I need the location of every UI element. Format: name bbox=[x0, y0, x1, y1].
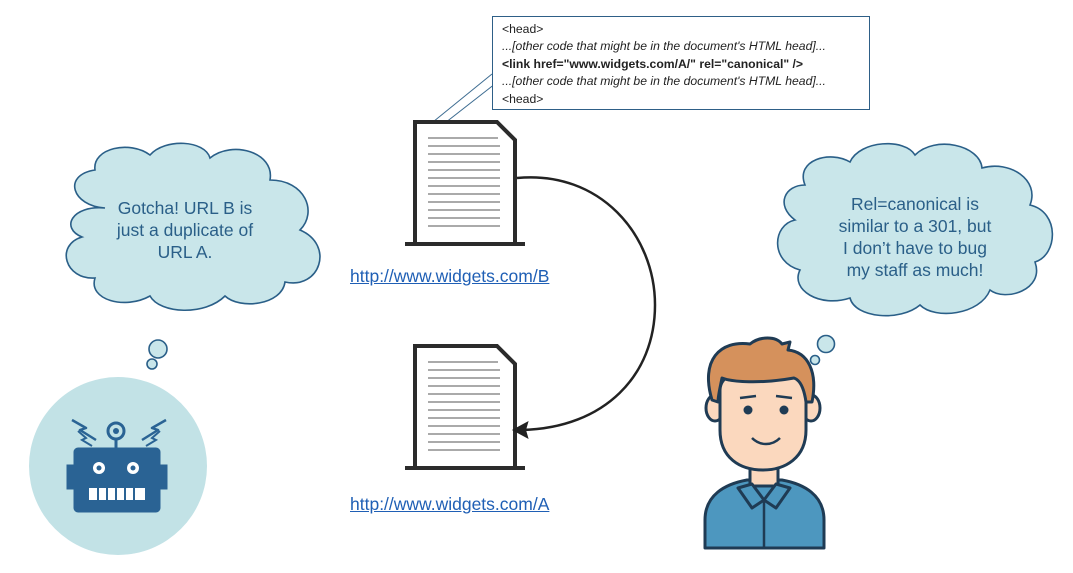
code-line-other-code: ...[other code that might be in the docu… bbox=[502, 39, 826, 54]
person-icon bbox=[703, 336, 826, 550]
html-head-code-box: <head> ...[other code that might be in t… bbox=[492, 16, 870, 110]
robot-thought-line: URL A. bbox=[157, 242, 213, 262]
document-a-icon bbox=[405, 344, 525, 470]
robot-thought-line: just a duplicate of bbox=[116, 220, 254, 240]
code-line-other-code: ...[other code that might be in the docu… bbox=[502, 74, 826, 89]
code-line-head-open: <head> bbox=[502, 22, 544, 36]
person-thought-line: Rel=canonical is bbox=[851, 194, 979, 214]
robot-icon bbox=[29, 377, 207, 555]
person-thought-text: Rel=canonical is similar to a 301, but I… bbox=[820, 193, 1010, 281]
person-thought-line: I don’t have to bug bbox=[843, 238, 987, 258]
robot-thought-line: Gotcha! URL B is bbox=[117, 198, 253, 218]
code-line-canonical-link: <link href="www.widgets.com/A/" rel="can… bbox=[502, 56, 804, 71]
url-a-link[interactable]: http://www.widgets.com/A bbox=[350, 494, 550, 514]
url-b-link[interactable]: http://www.widgets.com/B bbox=[350, 266, 550, 286]
code-line-head-close: <head> bbox=[502, 91, 544, 106]
person-thought-line: my staff as much! bbox=[846, 260, 984, 280]
person-thought-line: similar to a 301, but bbox=[838, 216, 992, 236]
curved-arrow bbox=[511, 176, 657, 440]
document-b-icon bbox=[405, 120, 525, 246]
robot-thought-cloud bbox=[65, 142, 321, 370]
robot-thought-text: Gotcha! URL B is just a duplicate of URL… bbox=[110, 197, 260, 263]
person-thought-cloud bbox=[776, 142, 1054, 366]
